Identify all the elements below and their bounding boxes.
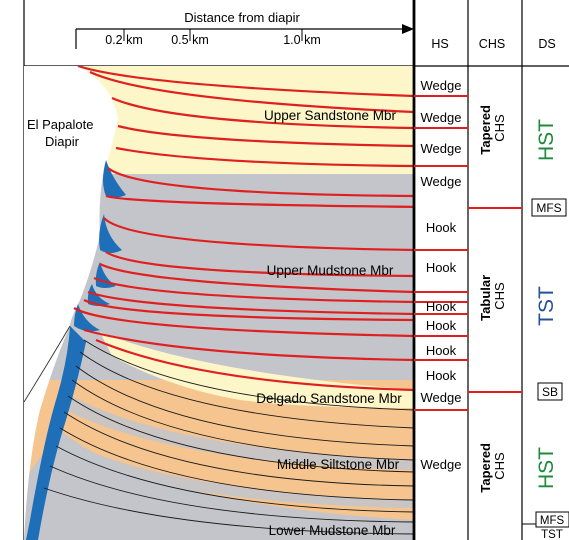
hs-label: Wedge: [421, 174, 462, 189]
diapir-flank-lens: [26, 326, 86, 540]
tick-label-0-2km: 0.2 km: [105, 33, 143, 47]
column-header-ds: DS: [538, 37, 555, 51]
lower-mudstone-fill: [24, 430, 414, 540]
ds-column: HST MFS TST SB HST MFS TST: [522, 119, 569, 540]
chs-column: Tapered CHS Tabular CHS Tapered CHS: [468, 101, 522, 493]
sb-box: [537, 382, 563, 401]
delgado-sandstone-fill: [100, 332, 414, 408]
hs-label: Hook: [426, 220, 457, 235]
diapir-body: [24, 66, 118, 540]
member-label-upper-mudstone: Upper Mudstone Mbr: [267, 263, 394, 278]
hs-label: Hook: [426, 343, 457, 358]
chs-label-tapered-top: Tapered CHS: [478, 101, 507, 154]
chs-label-line: Tabular: [478, 275, 493, 321]
distance-axis-title: Distance from diapir: [184, 10, 300, 25]
hs-label: Wedge: [421, 457, 462, 472]
hs-column: Wedge Wedge Wedge Wedge Hook Hook Hook H…: [414, 78, 468, 472]
bed-lines: [43, 339, 414, 535]
chs-label-line: Tapered: [478, 105, 493, 155]
mfs-box-bottom: [535, 511, 569, 528]
ds-label-hst-bottom: HST: [535, 447, 558, 489]
chs-label-line: CHS: [492, 114, 507, 142]
middle-grey-band: [66, 395, 414, 470]
stratigraphic-section: Upper Sandstone Mbr Upper Mudstone Mbr D…: [24, 66, 414, 540]
ds-label-mfs-top: MFS: [536, 201, 561, 215]
diapir-flank-lens: [99, 214, 122, 253]
column-header-chs: CHS: [479, 37, 505, 51]
ds-label-sb: SB: [542, 385, 558, 399]
diapir-label-line2: Diapir: [45, 134, 80, 149]
hs-label: Hook: [426, 299, 457, 314]
mfs-box: [531, 198, 567, 217]
chs-label-line: Tapered: [478, 443, 493, 493]
hs-label: Wedge: [421, 141, 462, 156]
middle-grey-band: [62, 440, 414, 508]
chs-label-line: CHS: [492, 452, 507, 480]
sequence-boundaries: [73, 66, 414, 392]
hs-label: Hook: [426, 368, 457, 383]
member-label-upper-sandstone: Upper Sandstone Mbr: [264, 108, 397, 123]
tick-label-1-0km: 1.0 km: [283, 33, 321, 47]
diapir-outline: [23, 325, 71, 403]
header: Distance from diapir 0.2 km 0.5 km 1.0 k…: [23, 0, 569, 540]
diapir-flank-lens: [87, 284, 110, 306]
member-label-middle-siltstone: Middle Siltstone Mbr: [277, 457, 400, 472]
hs-label: Hook: [426, 260, 457, 275]
diapir-label-line1: El Papalote: [27, 117, 94, 132]
chs-label-tabular: Tabular CHS: [478, 271, 507, 321]
ds-label-mfs-bottom: MFS: [540, 515, 565, 527]
ds-label-hst-top: HST: [535, 119, 558, 161]
hs-label: Wedge: [421, 78, 462, 93]
column-header-hs: HS: [431, 37, 448, 51]
hs-label: Hook: [426, 318, 457, 333]
tick-label-0-5km: 0.5 km: [171, 33, 209, 47]
hs-label: Wedge: [421, 390, 462, 405]
ds-label-tst: TST: [535, 286, 558, 326]
chs-label-line: CHS: [492, 282, 507, 310]
arrowhead-icon: [402, 24, 414, 34]
ds-label-tst-bottom: TST: [541, 529, 563, 540]
member-label-delgado-sandstone: Delgado Sandstone Mbr: [256, 391, 402, 406]
hs-label: Wedge: [421, 110, 462, 125]
chs-label-tapered-bottom: Tapered CHS: [478, 439, 507, 492]
diapir-label: El Papalote Diapir: [27, 117, 97, 149]
member-label-lower-mudstone: Lower Mudstone Mbr: [269, 523, 396, 538]
